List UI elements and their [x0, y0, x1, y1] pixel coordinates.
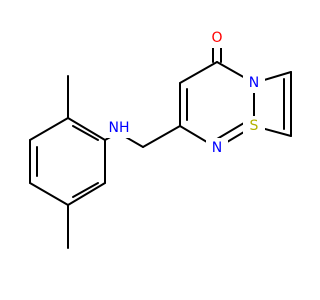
- amine-nh-atom-label: NH: [109, 120, 130, 136]
- bond: [179, 61, 218, 84]
- imine-nitrogen-atom-label: N: [212, 140, 222, 156]
- oxygen-atom-label: O: [211, 30, 222, 46]
- bond: [72, 182, 99, 198]
- bond: [67, 182, 106, 206]
- molecule-diagram: O N N S NH: [29, 28, 292, 249]
- label-background: [206, 28, 228, 48]
- label-background: [243, 73, 265, 93]
- ring-nitrogen-atom-label: N: [249, 75, 259, 91]
- label-background: [106, 118, 132, 138]
- label-background: [206, 138, 228, 158]
- bond: [67, 117, 106, 141]
- bond: [29, 117, 69, 141]
- label-background: [243, 116, 265, 136]
- atom-label-layer: O N N S NH: [106, 28, 265, 158]
- bond: [72, 125, 99, 141]
- bond: [142, 125, 181, 148]
- bond: [29, 182, 69, 206]
- sulfur-atom-label: S: [250, 118, 259, 134]
